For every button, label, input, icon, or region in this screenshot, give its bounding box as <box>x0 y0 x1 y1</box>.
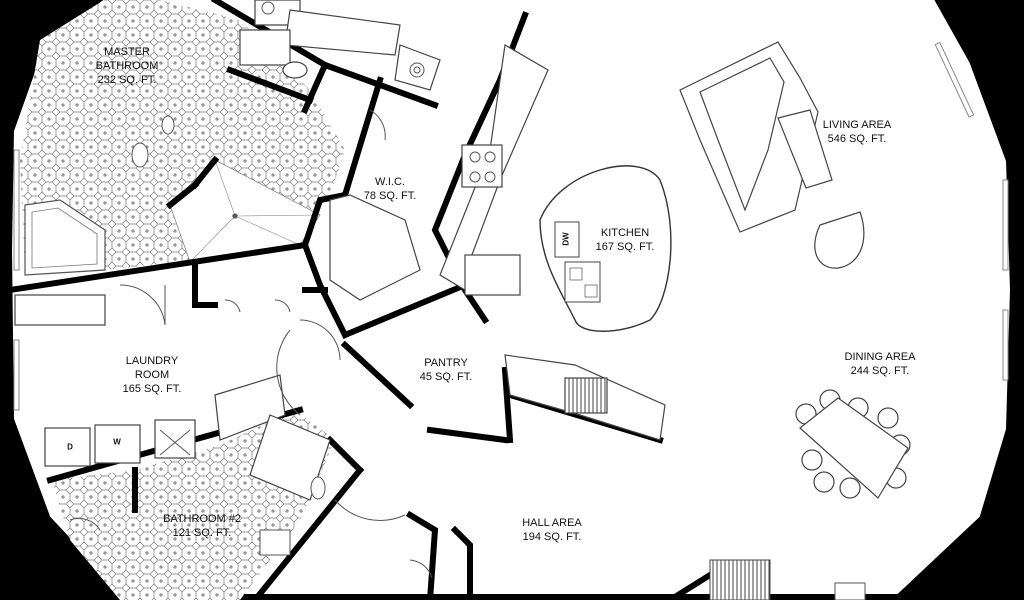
room-label-bathroom-2: BATHROOM #2 121 SQ. FT. <box>163 512 241 540</box>
room-area: 546 SQ. FT. <box>827 133 887 145</box>
counters-and-partitions <box>14 0 666 501</box>
room-area: 78 SQ. FT. <box>363 190 417 202</box>
shower-floor-lines <box>189 159 321 263</box>
dining-table <box>795 389 911 499</box>
room-name: PANTRY <box>424 357 468 369</box>
room-label-dining-area: DINING AREA 244 SQ. FT. <box>845 350 916 378</box>
room-name-line2: BATHROOM <box>95 60 159 72</box>
room-area: 244 SQ. FT. <box>850 365 910 377</box>
room-name: HALL AREA <box>522 517 582 529</box>
room-area: 45 SQ. FT. <box>419 371 473 383</box>
room-name-line2: ROOM <box>134 369 170 381</box>
door-swings <box>69 109 433 579</box>
room-name: KITCHEN <box>600 227 650 239</box>
living-sofa <box>679 41 833 233</box>
room-name: W.I.C. <box>375 176 405 188</box>
room-area: 165 SQ. FT. <box>122 383 182 395</box>
fixtures <box>131 1 496 556</box>
interior-walls <box>6 0 765 600</box>
room-area: 121 SQ. FT. <box>172 527 232 539</box>
room-label-wic: W.I.C. 78 SQ. FT. <box>364 175 417 203</box>
bathtub <box>24 199 106 276</box>
room-label-hall-area: HALL AREA 194 SQ. FT. <box>522 516 582 544</box>
washer-label: W <box>113 437 121 447</box>
room-area: 194 SQ. FT. <box>522 531 582 543</box>
exterior-windows <box>13 41 1009 411</box>
stair-stub <box>709 559 771 600</box>
living-armchair <box>814 211 865 269</box>
room-label-pantry: PANTRY 45 SQ. FT. <box>420 356 473 384</box>
room-name: MASTER <box>104 46 150 58</box>
room-label-kitchen: KITCHEN 167 SQ. FT. <box>596 226 655 254</box>
room-name: BATHROOM #2 <box>162 513 242 525</box>
room-label-laundry-room: LAUNDRY ROOM 165 SQ. FT. <box>123 354 182 396</box>
room-area: 167 SQ. FT. <box>595 241 655 253</box>
room-name: LAUNDRY <box>125 355 179 367</box>
room-area: 232 SQ. FT. <box>97 74 157 86</box>
room-name: LIVING AREA <box>822 119 892 131</box>
room-name: DINING AREA <box>844 351 916 363</box>
room-label-master-bathroom: MASTER BATHROOM 232 SQ. FT. <box>96 45 159 87</box>
dryer-label: D <box>67 442 73 452</box>
dishwasher-label: DW <box>561 232 571 246</box>
room-label-living-area: LIVING AREA 546 SQ. FT. <box>823 118 891 146</box>
